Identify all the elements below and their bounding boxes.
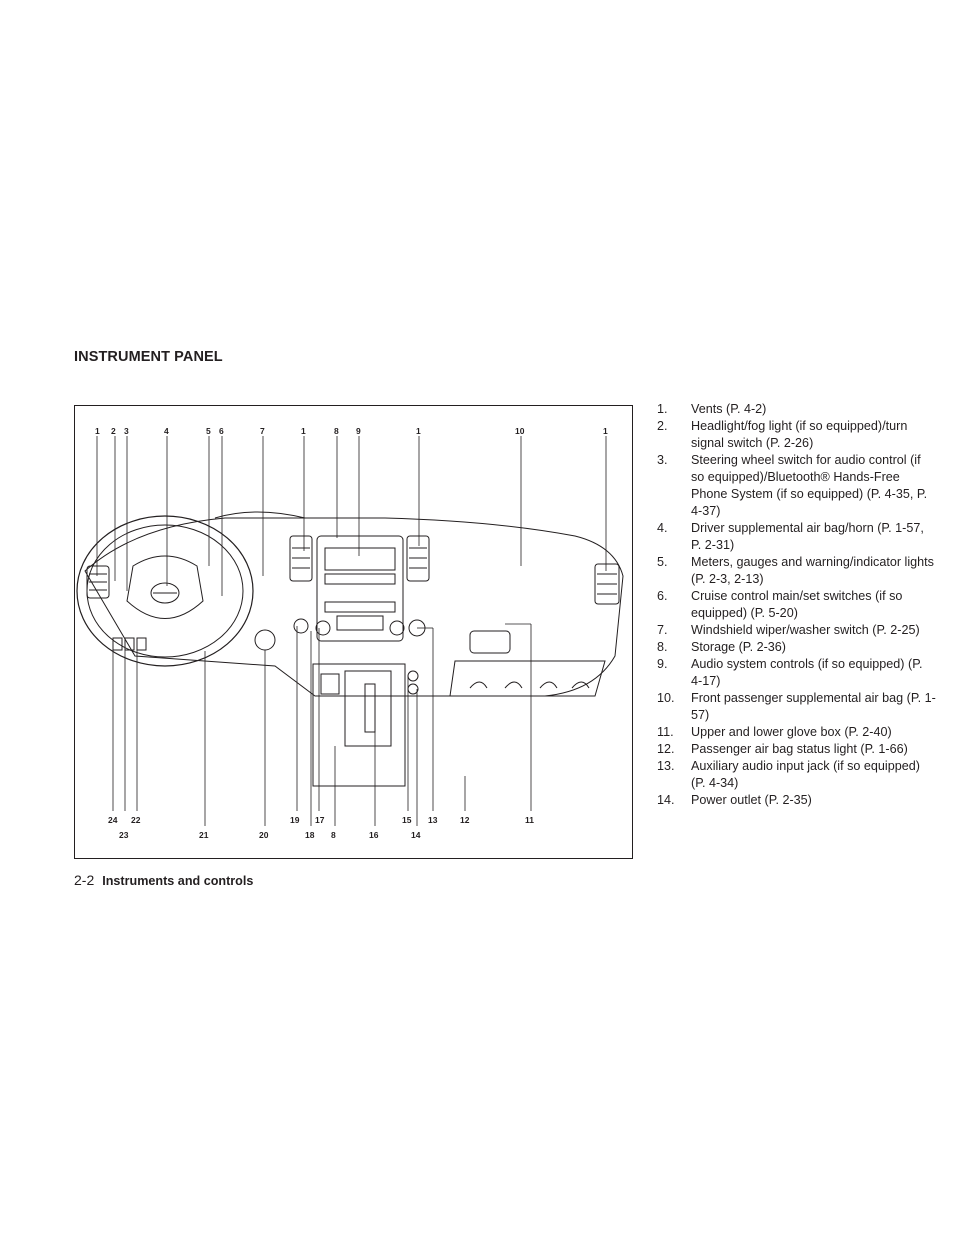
legend-number: 2.: [657, 419, 668, 433]
page-footer: 2-2 Instruments and controls: [74, 872, 253, 888]
legend-number: 10.: [657, 691, 675, 705]
legend-number: 9.: [657, 657, 668, 671]
callout-label: 1: [95, 426, 100, 436]
callout-label: 5: [206, 426, 211, 436]
section-name: Instruments and controls: [102, 874, 254, 888]
callout-label: 20: [259, 830, 269, 840]
legend-text: Auxiliary audio input jack (if so equipp…: [691, 759, 920, 790]
instrument-panel-figure: 1 2 3 4 5 6 7 1 8 9 1 10 1 24 23 22 21 2…: [74, 405, 633, 859]
callout-label: 1: [301, 426, 306, 436]
callout-label: 4: [164, 426, 169, 436]
legend-text: Driver supplemental air bag/horn (P. 1-5…: [691, 521, 924, 552]
callout-label: 19: [290, 815, 300, 825]
legend-item: 6. Cruise control main/set switches (if s…: [657, 588, 937, 622]
legend-text: Front passenger supplemental air bag (P.…: [691, 691, 936, 722]
legend-number: 8.: [657, 640, 668, 654]
legend-item: 1. Vents (P. 4-2): [657, 401, 937, 418]
page-number: 2-2: [74, 872, 95, 888]
legend-item: 5. Meters, gauges and warning/indicator l…: [657, 554, 937, 588]
legend-item: 9. Audio system controls (if so equipped)…: [657, 656, 937, 690]
legend-text: Power outlet (P. 2-35): [691, 793, 812, 807]
legend-text: Storage (P. 2-36): [691, 640, 786, 654]
callout-label: 9: [356, 426, 361, 436]
legend-number: 14.: [657, 793, 675, 807]
legend-number: 4.: [657, 521, 668, 535]
legend-text: Windshield wiper/washer switch (P. 2-25): [691, 623, 920, 637]
callout-labels-top: 1 2 3 4 5 6 7 1 8 9 1 10 1: [95, 426, 608, 436]
legend-item: 7. Windshield wiper/washer switch (P. 2-2…: [657, 622, 937, 639]
legend-item: 12. Passenger air bag status light (P. 1-…: [657, 741, 937, 758]
legend-text: Audio system controls (if so equipped) (…: [691, 657, 923, 688]
legend-number: 12.: [657, 742, 675, 756]
legend-item: 10. Front passenger supplemental air bag …: [657, 690, 937, 724]
legend-number: 11.: [657, 725, 674, 739]
legend-text: Meters, gauges and warning/indicator lig…: [691, 555, 934, 586]
callout-label: 2: [111, 426, 116, 436]
callout-label: 24: [108, 815, 118, 825]
legend-text: Vents (P. 4-2): [691, 402, 767, 416]
callout-label: 1: [416, 426, 421, 436]
legend-text: Upper and lower glove box (P. 2-40): [691, 725, 892, 739]
legend-item: 4. Driver supplemental air bag/horn (P. 1…: [657, 520, 937, 554]
callout-label: 3: [124, 426, 129, 436]
callout-label: 11: [525, 815, 534, 825]
callout-label: 22: [131, 815, 141, 825]
legend-number: 5.: [657, 555, 668, 569]
callout-label: 8: [331, 830, 336, 840]
legend-text: Headlight/fog light (if so equipped)/tur…: [691, 419, 908, 450]
legend-item: 2. Headlight/fog light (if so equipped)/t…: [657, 418, 937, 452]
legend-number: 13.: [657, 759, 675, 773]
legend-number: 6.: [657, 589, 668, 603]
legend-list: 1. Vents (P. 4-2) 2. Headlight/fog light (…: [657, 401, 937, 809]
legend-number: 3.: [657, 453, 668, 467]
callout-label: 8: [334, 426, 339, 436]
legend-item: 3. Steering wheel switch for audio contro…: [657, 452, 937, 520]
callout-label: 18: [305, 830, 315, 840]
section-title: INSTRUMENT PANEL: [74, 349, 223, 365]
callout-label: 17: [315, 815, 325, 825]
legend-item: 8. Storage (P. 2-36): [657, 639, 937, 656]
callout-label: 10: [515, 426, 525, 436]
legend-item: 13. Auxiliary audio input jack (if so equ…: [657, 758, 937, 792]
legend-item: 14. Power outlet (P. 2-35): [657, 792, 937, 809]
legend-text: Cruise control main/set switches (if so …: [691, 589, 903, 620]
callout-label: 7: [260, 426, 265, 436]
callout-label: 23: [119, 830, 129, 840]
callout-label: 12: [460, 815, 470, 825]
legend-number: 1.: [657, 402, 668, 416]
legend-text: Passenger air bag status light (P. 1-66): [691, 742, 908, 756]
callout-label: 13: [428, 815, 438, 825]
callout-label: 21: [199, 830, 209, 840]
callout-label: 15: [402, 815, 412, 825]
dashboard-diagram: 1 2 3 4 5 6 7 1 8 9 1 10 1 24 23 22 21 2…: [76, 426, 624, 840]
callout-label: 14: [411, 830, 421, 840]
callout-label: 1: [603, 426, 608, 436]
legend-text: Steering wheel switch for audio control …: [691, 453, 928, 518]
callout-labels-bottom: 24 23 22 21 20 19 18 17 8 16 15 14 13 12…: [108, 815, 534, 840]
callout-label: 6: [219, 426, 224, 436]
legend-number: 7.: [657, 623, 668, 637]
callout-label: 16: [369, 830, 379, 840]
legend-item: 11. Upper and lower glove box (P. 2-40): [657, 724, 937, 741]
